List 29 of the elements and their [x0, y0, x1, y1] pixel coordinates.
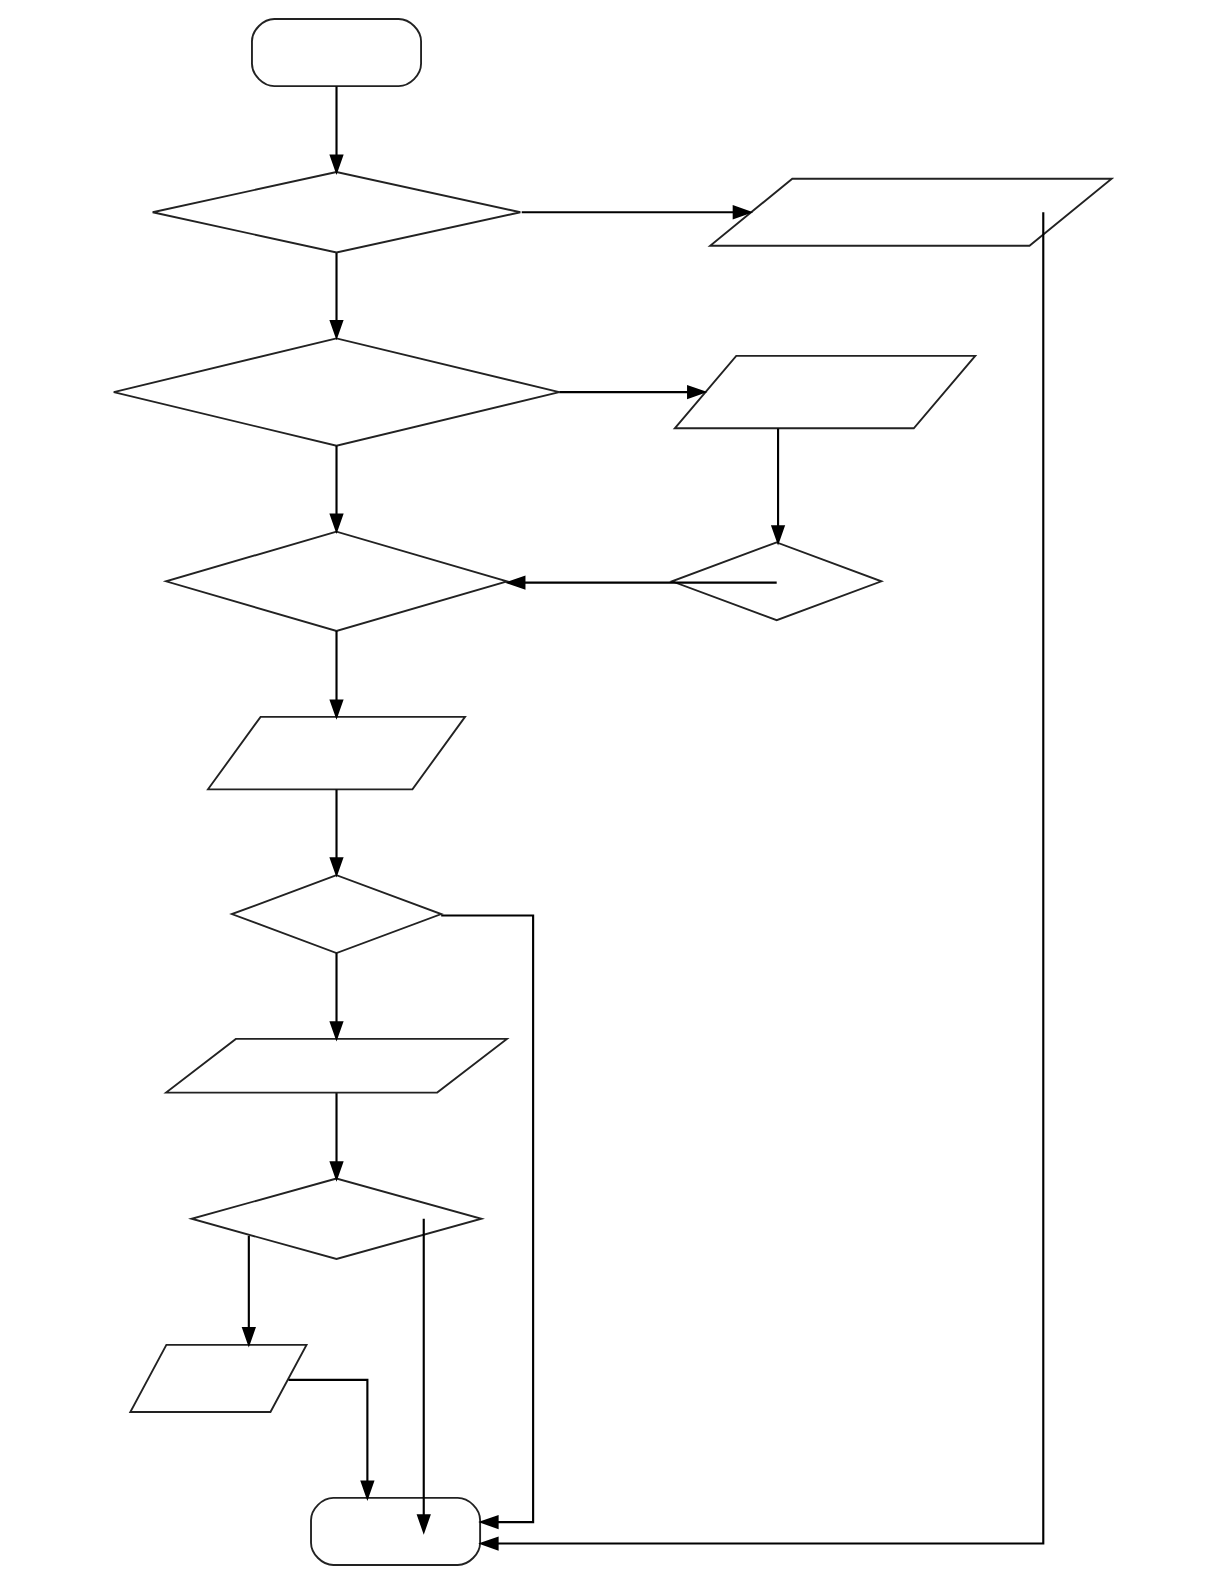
node-diamond	[112, 337, 560, 447]
arrow	[521, 205, 753, 220]
node-oval	[309, 1496, 481, 1566]
arrow	[770, 428, 785, 546]
arrow	[328, 953, 344, 1042]
arrow	[416, 1218, 431, 1535]
node-diamond	[151, 171, 521, 254]
node-diamond	[668, 541, 884, 622]
arrow	[241, 1235, 256, 1348]
arrow	[440, 914, 534, 1530]
node-parallelogram	[672, 354, 977, 430]
arrow	[328, 1093, 344, 1182]
arrow	[328, 253, 344, 341]
arrow	[328, 86, 344, 175]
node-diamond	[162, 530, 510, 632]
node-parallelogram	[205, 715, 467, 791]
node-parallelogram	[707, 177, 1114, 247]
arrow	[328, 631, 344, 720]
node-diamond	[228, 874, 444, 955]
node-parallelogram	[162, 1038, 510, 1094]
arrow	[504, 575, 777, 590]
node-diamond	[187, 1177, 485, 1260]
arrow	[477, 212, 1044, 1551]
node-parallelogram	[128, 1343, 308, 1413]
arrow	[328, 445, 344, 534]
node-oval	[250, 18, 422, 88]
arrow	[328, 789, 344, 878]
arrow	[558, 384, 707, 400]
arrow	[288, 1378, 375, 1502]
